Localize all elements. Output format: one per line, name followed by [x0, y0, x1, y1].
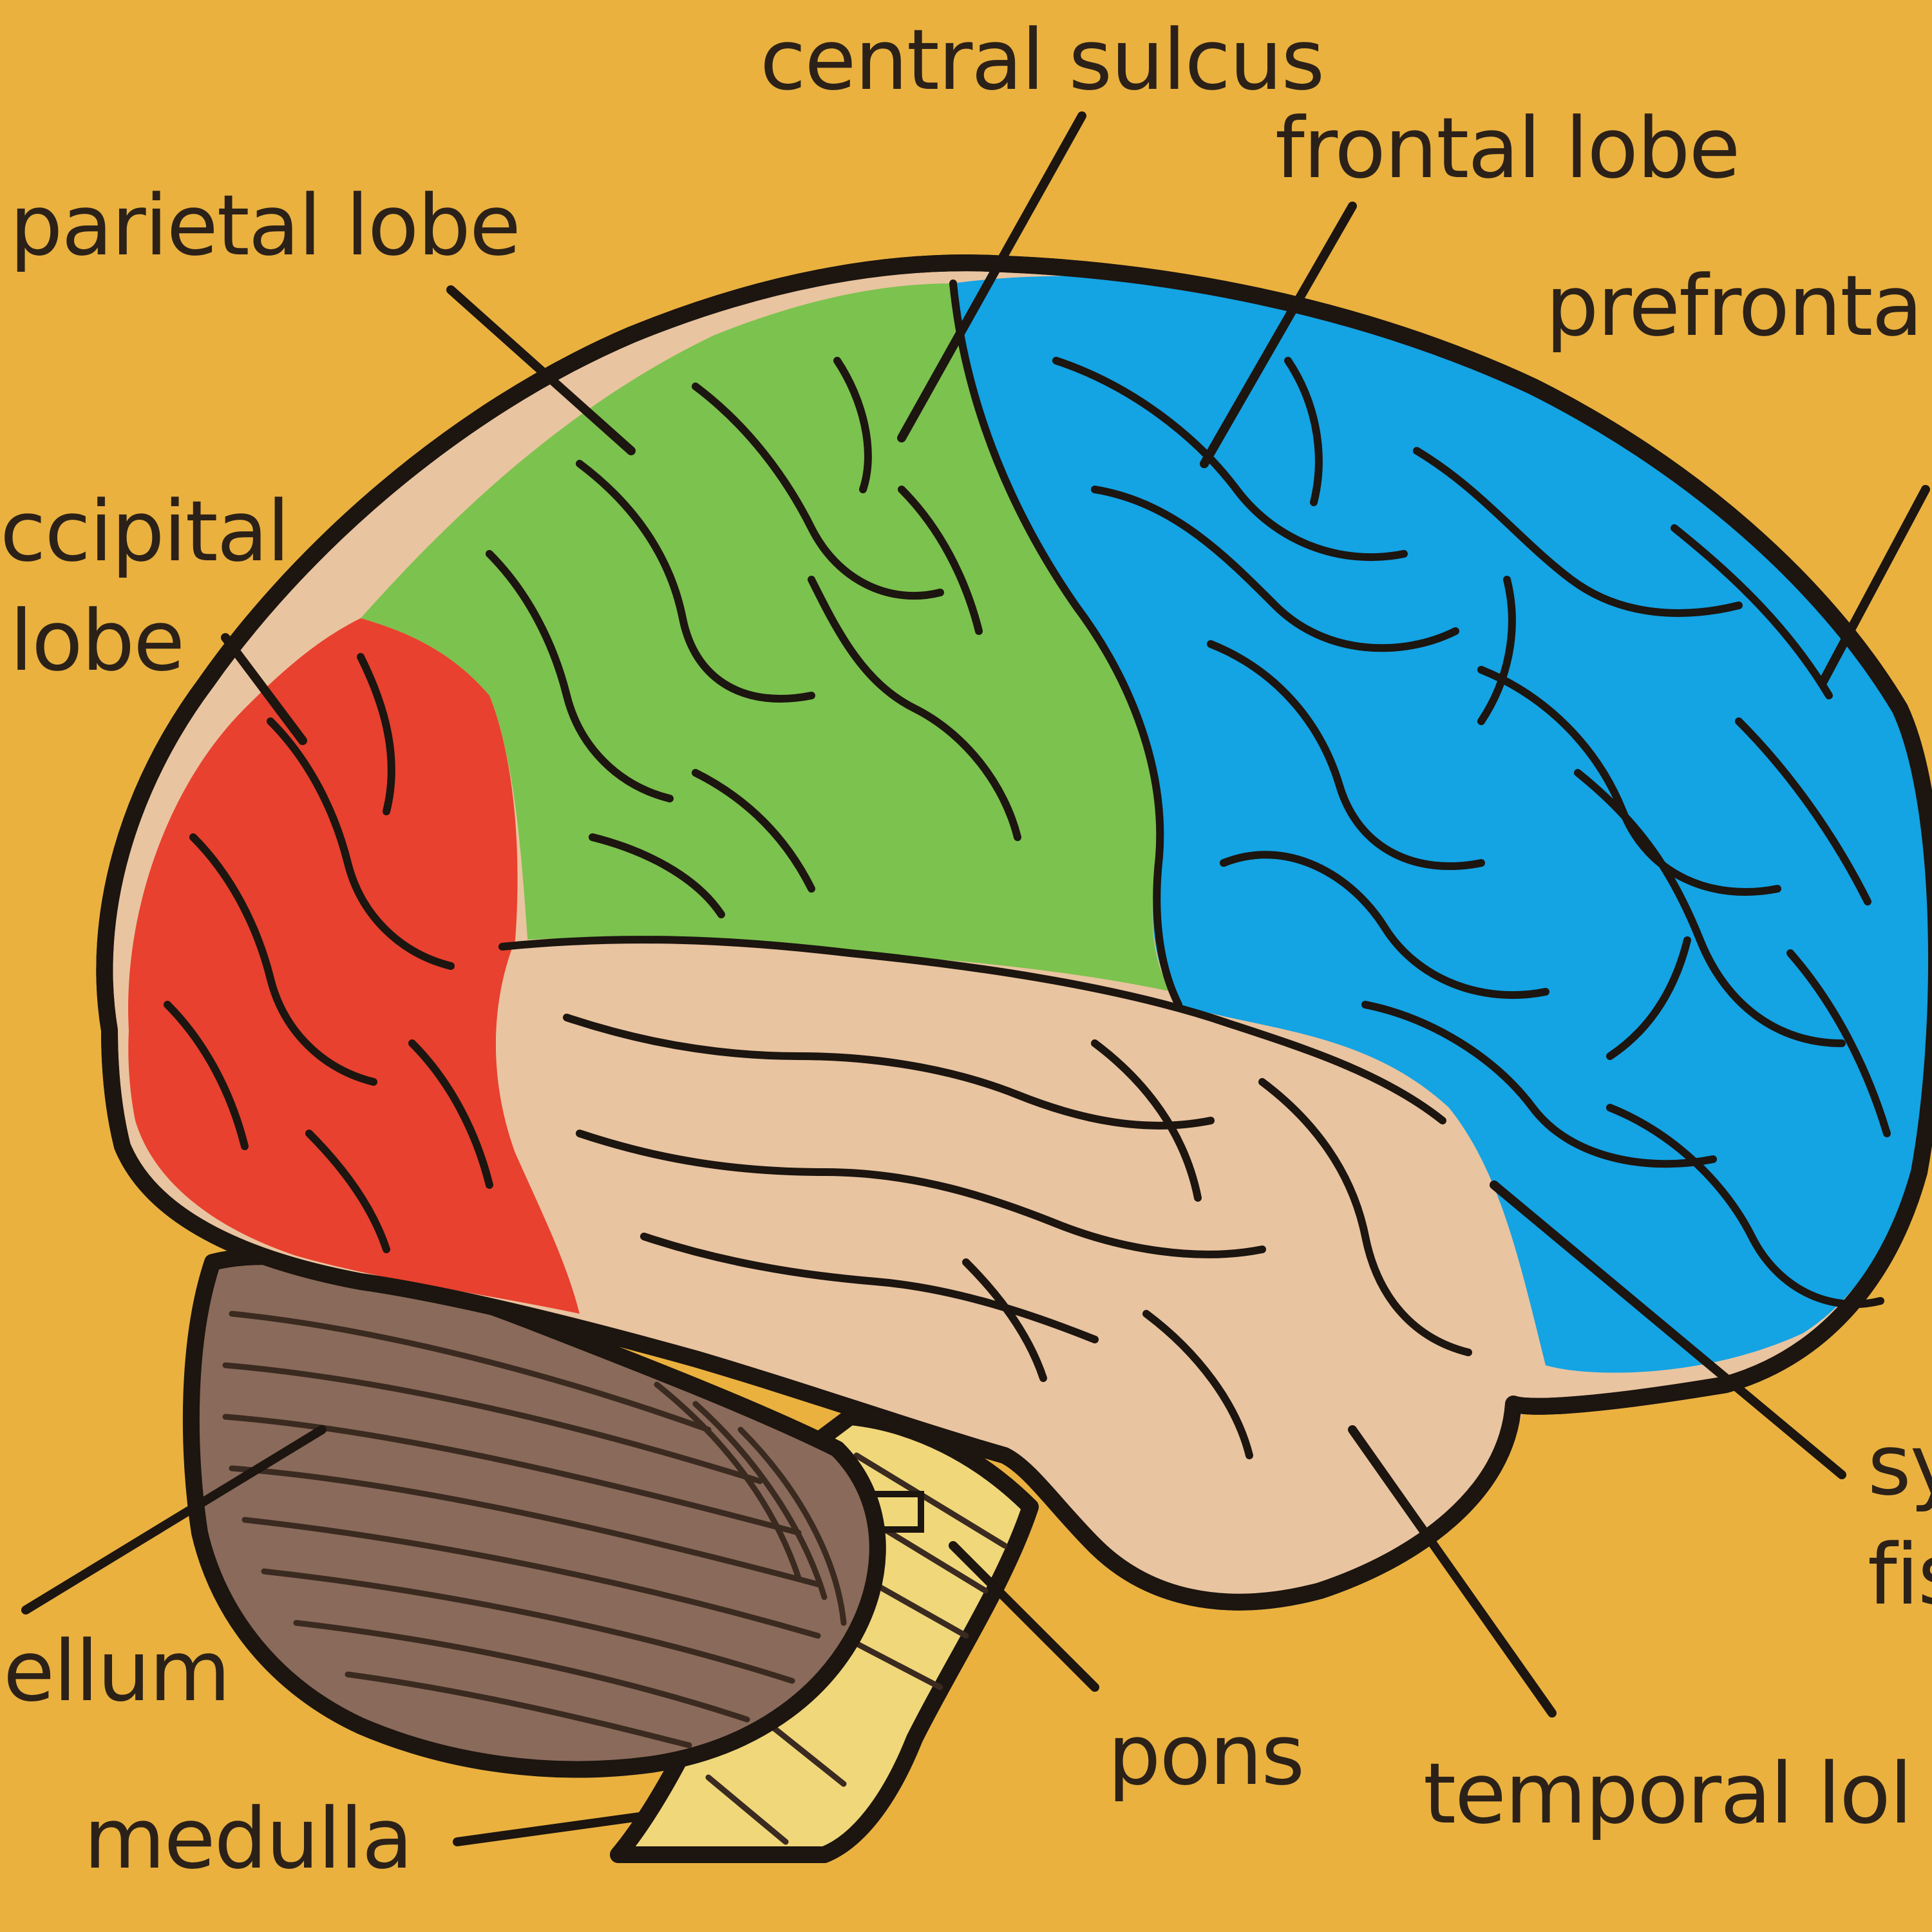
label-sylvian-line1: sy [1868, 1416, 1932, 1514]
labels: central sulcus frontal lobe parietal lob… [0, 11, 1932, 1888]
leader-central-sulcus [897, 111, 1086, 442]
label-medulla: medulla [84, 1790, 412, 1888]
leader-temporal-lobe [1348, 1425, 1557, 1718]
leader-lines [21, 111, 1930, 1846]
label-occipital-line1: ccipital [0, 482, 289, 580]
label-pons: pons [1108, 1706, 1303, 1804]
label-parietal-lobe: parietal lobe [10, 176, 520, 274]
label-occipital-line2: lobe [10, 592, 184, 690]
leader-sylvian-fissure [1490, 1180, 1846, 1479]
temporal-lobe [496, 938, 1533, 1596]
label-temporal-lobe: temporal lol [1423, 1745, 1911, 1842]
leader-pons [949, 1541, 1099, 1692]
leader-cerebellum [21, 1425, 327, 1615]
leader-frontal-lobe [1200, 202, 1357, 468]
label-prefrontal: prefronta [1546, 257, 1922, 355]
brain-folds [164, 279, 1891, 1459]
leader-parietal-lobe [446, 285, 636, 455]
leader-occipital-lobe [221, 633, 307, 745]
frontal-lobe [953, 276, 1932, 1373]
label-sylvian-line2: fis [1868, 1526, 1932, 1624]
leader-prefrontal [1818, 485, 1930, 687]
label-cerebellum: ellum [3, 1622, 229, 1720]
leader-medulla [453, 1812, 649, 1846]
label-frontal-lobe: frontal lobe [1275, 99, 1739, 197]
label-central-sulcus: central sulcus [760, 11, 1323, 109]
parietal-lobe [361, 283, 1172, 992]
